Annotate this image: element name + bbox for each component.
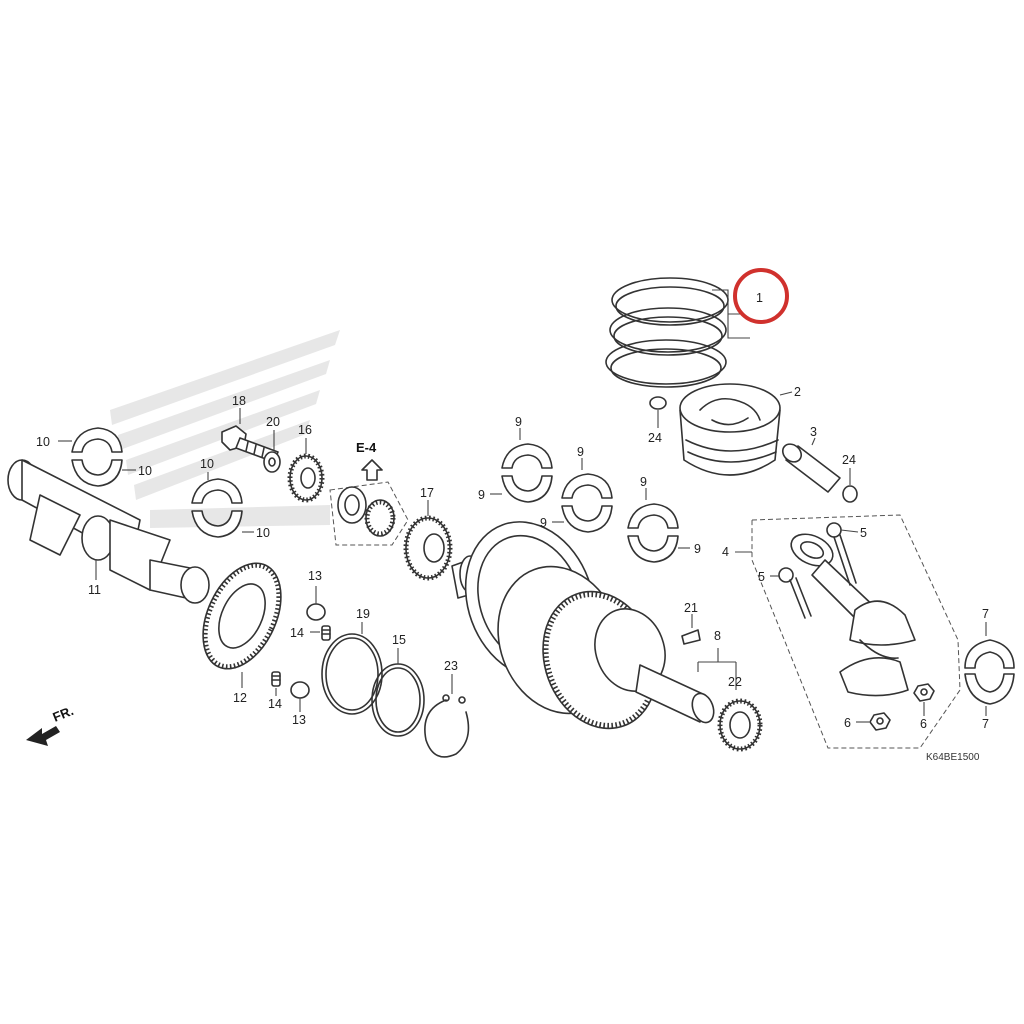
callout-19: 19 <box>356 607 370 621</box>
crank-gear <box>717 698 763 752</box>
rod-bolt-right <box>826 522 857 586</box>
woodruff-key <box>681 629 701 645</box>
washer-20 <box>263 451 281 473</box>
reference-label: E-4 <box>356 440 377 455</box>
callout-5-left: 5 <box>758 570 765 584</box>
callout-22: 22 <box>728 675 742 689</box>
rod-bolt-left <box>778 567 812 619</box>
main-bearing-shells-3 <box>627 503 679 563</box>
sprocket-17 <box>403 515 453 581</box>
callout-9-5: 9 <box>640 475 647 489</box>
callout-13-bottom: 13 <box>292 713 306 727</box>
balancer-bearings-1 <box>71 427 123 487</box>
callout-14-top: 14 <box>290 626 304 640</box>
highlight-circle <box>733 268 789 324</box>
reference-box <box>329 481 409 546</box>
damper-rubber-top <box>306 603 326 621</box>
callout-4: 4 <box>722 545 729 559</box>
callout-2: 2 <box>794 385 801 399</box>
piston-pin <box>781 443 841 493</box>
callout-9-1: 9 <box>515 415 522 429</box>
front-label: FR. <box>51 703 76 725</box>
o-ring-19 <box>321 633 383 715</box>
balancer-gear <box>202 562 282 670</box>
callout-6-right: 6 <box>920 717 927 731</box>
piston-rings <box>605 277 729 388</box>
callout-5-right: 5 <box>860 526 867 540</box>
callout-9-4: 9 <box>540 516 547 530</box>
callout-23: 23 <box>444 659 458 673</box>
callout-1: 1 <box>756 291 763 305</box>
rod-bearing-shells <box>964 639 1015 705</box>
callout-9-6: 9 <box>694 542 701 556</box>
main-bearing-shells-2 <box>561 473 613 533</box>
piston <box>679 383 781 476</box>
callout-9-3: 9 <box>577 445 584 459</box>
front-arrow-icon <box>26 726 60 746</box>
callout-20: 20 <box>266 415 280 429</box>
damper-spring-bottom <box>271 671 281 687</box>
connecting-rod-box <box>751 514 961 749</box>
callout-10-4: 10 <box>256 526 270 540</box>
main-bearing-shells-1 <box>501 443 553 503</box>
callout-16: 16 <box>298 423 312 437</box>
damper-spring-top <box>321 625 331 641</box>
callout-12: 12 <box>233 691 247 705</box>
rod-nut-left <box>869 712 891 731</box>
callout-8: 8 <box>714 629 721 643</box>
callout-9-2: 9 <box>478 488 485 502</box>
part-code: K64BE1500 <box>926 752 980 763</box>
callout-17: 17 <box>420 486 434 500</box>
callout-18: 18 <box>232 394 246 408</box>
piston-pin-clip-left <box>649 396 667 410</box>
callout-13-top: 13 <box>308 569 322 583</box>
rod-nut-right <box>913 683 935 702</box>
callout-7-top: 7 <box>982 607 989 621</box>
callout-14-bottom: 14 <box>268 697 282 711</box>
gear-16 <box>287 453 325 503</box>
bearing-pair-e4 <box>337 486 396 537</box>
callout-10-3: 10 <box>200 457 214 471</box>
crankshaft <box>451 521 715 730</box>
balancer-bearings-2 <box>191 478 243 538</box>
callout-11: 11 <box>88 583 101 597</box>
callout-3: 3 <box>810 425 817 439</box>
piston-pin-clip-right <box>842 485 858 503</box>
balancer-shaft <box>7 459 210 604</box>
callout-7-bottom: 7 <box>982 717 989 731</box>
callout-6-left: 6 <box>844 716 851 730</box>
circlip-23 <box>424 694 470 758</box>
damper-rubber-bottom <box>290 681 310 699</box>
reference-arrow-icon <box>361 459 383 481</box>
callout-10-1: 10 <box>36 435 50 449</box>
callout-21: 21 <box>684 601 698 615</box>
callout-15: 15 <box>392 633 406 647</box>
callout-24-left: 24 <box>648 431 662 445</box>
callout-24-right: 24 <box>842 453 856 467</box>
connecting-rod <box>790 533 916 697</box>
o-ring-15 <box>371 663 425 737</box>
callout-10-2: 10 <box>138 464 152 478</box>
